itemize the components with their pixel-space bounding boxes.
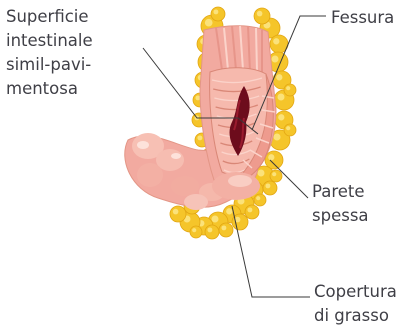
fat-globule xyxy=(270,170,282,182)
fat-highlight xyxy=(205,19,213,27)
fat-globule xyxy=(263,181,277,195)
fat-highlight xyxy=(257,11,263,17)
fat-highlight xyxy=(173,209,179,215)
fat-highlight xyxy=(286,126,290,130)
fat-highlight xyxy=(273,38,279,44)
fat-globule xyxy=(211,7,225,21)
label-fat-coating: Copertura di grasso xyxy=(314,280,397,328)
fat-highlight xyxy=(256,196,260,200)
fat-highlight xyxy=(192,228,196,232)
fat-highlight xyxy=(226,208,232,214)
fat-highlight xyxy=(272,172,276,176)
fat-globule xyxy=(219,223,233,237)
fat-highlight xyxy=(278,114,284,120)
fat-globule xyxy=(284,84,296,96)
fat-highlight xyxy=(207,227,212,232)
fat-highlight xyxy=(221,225,226,230)
fat-highlight xyxy=(272,56,279,63)
fat-highlight xyxy=(278,94,285,101)
fat-globule xyxy=(170,206,186,222)
fat-globule xyxy=(254,8,270,24)
fat-highlight xyxy=(247,207,252,212)
fat-highlight xyxy=(258,170,265,177)
fat-highlight xyxy=(265,183,270,188)
fat-highlight xyxy=(268,154,274,160)
fat-globule xyxy=(284,124,296,136)
fat-globule xyxy=(245,205,259,219)
label-surface: Superficie intestinale simil-pavi- mento… xyxy=(6,5,93,101)
fat-highlight xyxy=(286,86,290,90)
fat-highlight xyxy=(276,74,282,80)
fat-highlight xyxy=(197,135,202,140)
fat-highlight xyxy=(274,134,281,141)
label-thick-wall: Parete spessa xyxy=(312,180,369,228)
fat-globule xyxy=(190,226,202,238)
fat-globule xyxy=(205,225,219,239)
label-fissure: Fessura xyxy=(331,6,394,30)
fat-highlight xyxy=(213,9,218,14)
fat-highlight xyxy=(212,216,219,223)
fat-globule xyxy=(254,194,266,206)
